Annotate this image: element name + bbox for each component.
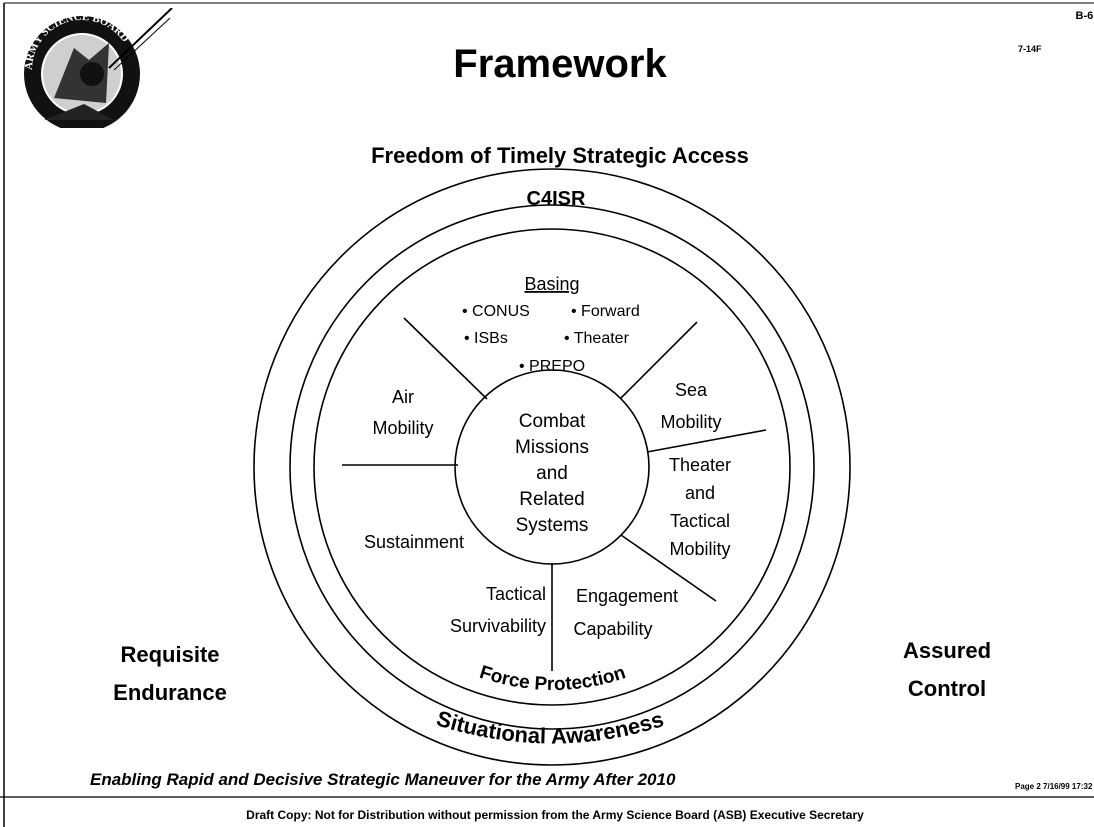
segment-engagement-capability: Engagement Capability <box>573 586 678 639</box>
segment-air-mobility: Air Mobility <box>372 387 433 438</box>
segment-dividers <box>342 317 767 671</box>
footer-distribution-note: Draft Copy: Not for Distribution without… <box>246 808 864 822</box>
segment-ring <box>313 228 791 706</box>
basing-item-prepo: • PREPO <box>519 358 585 375</box>
right-label: Assured Control <box>872 632 1022 708</box>
left-label-line1: Requisite <box>120 642 220 667</box>
center-line3: and <box>536 463 568 484</box>
basing-item-forward: • Forward <box>571 303 640 320</box>
sea-mobility-line1: Sea <box>675 380 708 400</box>
engagement-line2: Capability <box>573 619 652 639</box>
basing-item-conus: • CONUS <box>462 303 530 320</box>
divider-sea-theater <box>646 429 767 453</box>
theater-mobility-line1: Theater <box>669 455 731 475</box>
engagement-line1: Engagement <box>576 586 678 606</box>
segment-sustainment: Sustainment <box>364 532 464 552</box>
sea-mobility-line2: Mobility <box>660 412 721 432</box>
right-label-line1: Assured <box>902 638 992 663</box>
basing-item-isbs: • ISBs <box>464 330 508 347</box>
top-caption: Freedom of Timely Strategic Access <box>371 143 749 168</box>
right-label-line2: Control <box>907 676 987 701</box>
page-code: B-6F <box>1075 10 1094 22</box>
survivability-line1: Tactical <box>486 584 546 604</box>
center-line2: Missions <box>515 437 589 458</box>
segment-tactical-survivability: Tactical Survivability <box>450 584 546 636</box>
survivability-line2: Survivability <box>450 616 546 636</box>
center-line4: Related <box>519 489 585 510</box>
left-label-line2: Endurance <box>113 680 227 705</box>
basing-item-theater: • Theater <box>564 330 630 347</box>
segment-basing: Basing • CONUS • Forward • ISBs • Theate… <box>462 274 640 375</box>
page-title: Framework <box>453 42 667 86</box>
air-mobility-line2: Mobility <box>372 418 433 438</box>
situational-awareness-label: Situational Awareness <box>434 706 667 749</box>
segment-sea-mobility: Sea Mobility <box>660 380 721 432</box>
slide-number: 7-14F <box>1018 44 1042 54</box>
footer-meta: Page 2 7/16/99 17:32 Working Draft <box>1015 782 1094 791</box>
army-science-board-logo: ARMY SCIENCE BOARD <box>23 8 173 128</box>
c4isr-label: C4ISR <box>527 188 586 210</box>
theater-mobility-line4: Mobility <box>669 539 730 559</box>
segment-theater-tactical-mobility: Theater and Tactical Mobility <box>669 455 731 559</box>
second-ring <box>289 204 815 730</box>
theater-mobility-line2: and <box>685 483 715 503</box>
divider-basing-sea <box>620 321 698 399</box>
theater-mobility-line3: Tactical <box>670 511 730 531</box>
divider-basing-air <box>403 317 488 400</box>
left-label: Requisite Endurance <box>95 636 245 712</box>
center-line5: Systems <box>516 515 589 536</box>
divider-theater-engagement <box>620 534 717 602</box>
center-line1: Combat <box>519 411 586 432</box>
outer-ring <box>253 168 851 766</box>
footer-tagline: Enabling Rapid and Decisive Strategic Ma… <box>90 770 676 789</box>
air-mobility-line1: Air <box>392 387 414 407</box>
basing-heading: Basing <box>524 274 579 294</box>
center-combat-missions: Combat Missions and Related Systems <box>515 411 589 536</box>
